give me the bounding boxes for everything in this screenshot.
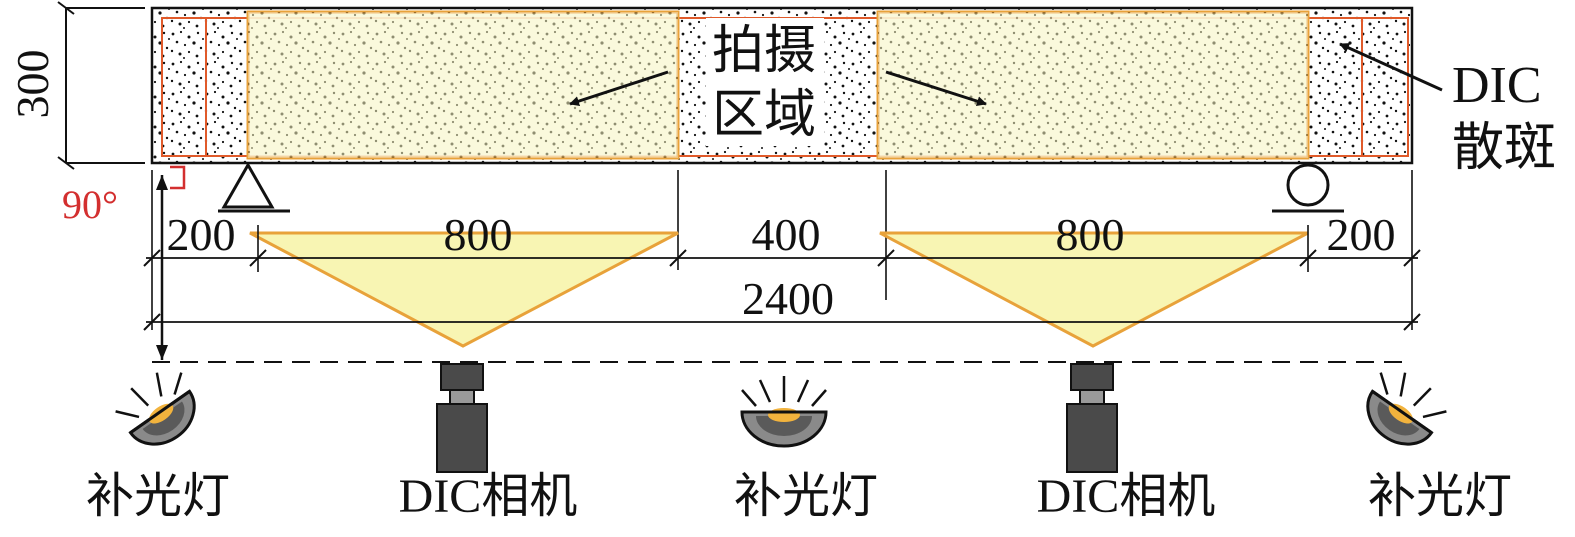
camera-view-left: [249, 231, 679, 348]
dic-camera-icon: [436, 363, 488, 473]
dim-total: 2400: [742, 273, 834, 324]
height-dim-tick: [57, 1, 75, 15]
light-label-left: 补光灯: [86, 470, 230, 523]
height-dim-label: 300: [7, 50, 58, 119]
dim-tick: [669, 249, 687, 267]
capture-speckle-overlay: [248, 12, 678, 158]
speckle-label-line2: 散斑: [1452, 120, 1556, 177]
dim-tick: [1403, 313, 1421, 331]
dim-seg-left: 200: [167, 209, 236, 260]
speckle-arrow: [1339, 42, 1443, 92]
capture-label-line2: 区域: [712, 87, 816, 144]
light-label-center: 补光灯: [734, 470, 878, 523]
capture-label-bg: [706, 18, 824, 146]
height-dim-tick: [57, 156, 75, 170]
camera-label-right: DIC相机: [1037, 470, 1216, 523]
fill-light-icon: [115, 372, 196, 446]
distance-arrow-bottom: [156, 345, 168, 360]
light-label-right: 补光灯: [1368, 470, 1512, 523]
dim-seg-mid: 400: [752, 209, 821, 260]
capture-label-line1: 拍摄: [712, 23, 816, 80]
capture-speckle-overlay: [878, 12, 1308, 158]
dic-camera-icon: [1066, 363, 1118, 473]
angle-label: 90°: [62, 182, 118, 227]
right-angle-mark: [170, 165, 186, 190]
camera-label-left: DIC相机: [399, 470, 578, 523]
fill-light-icon: [1366, 372, 1447, 446]
dim-seg-right: 200: [1327, 209, 1396, 260]
dim-tick: [1403, 249, 1421, 267]
distance-arrow-top: [156, 175, 168, 190]
dim-tick: [143, 313, 161, 331]
capture-arrow-left: [569, 70, 669, 106]
dim-tick: [143, 249, 161, 267]
camera-view-right: [879, 231, 1309, 348]
pin-support-icon: [221, 161, 275, 209]
dim-tick: [877, 249, 895, 267]
fill-light-icon: [740, 376, 828, 448]
capture-arrow-right: [885, 70, 987, 107]
speckle-label-line1: DIC: [1452, 57, 1542, 114]
dim-seg-span2: 800: [1056, 209, 1125, 260]
roller-support-icon: [1286, 163, 1330, 207]
dim-seg-span1: 800: [444, 209, 513, 260]
